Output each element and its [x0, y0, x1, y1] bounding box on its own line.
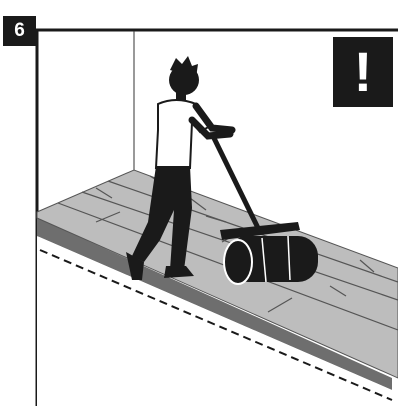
warning-icon: ! — [333, 37, 393, 107]
step-number-badge: 6 — [3, 16, 36, 46]
